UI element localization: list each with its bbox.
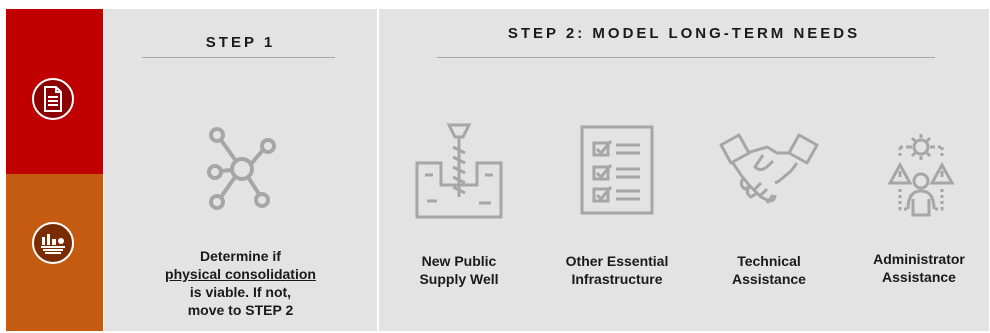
checklist-icon xyxy=(580,125,654,215)
sidebar-top-section xyxy=(6,9,103,174)
infrastructure-icon xyxy=(32,222,74,264)
well-drill-icon xyxy=(415,123,503,219)
new-public-supply-well-label: New Public Supply Well xyxy=(419,253,499,287)
physical-consolidation-link[interactable]: physical consolidation xyxy=(165,266,316,282)
administrator-assistance-label: Administrator Assistance xyxy=(873,251,965,285)
step1-description: Determine if physical consolidation is v… xyxy=(104,247,377,319)
step1-text-line4: move to STEP 2 xyxy=(187,302,294,318)
admin-gear-warning-icon xyxy=(887,134,955,217)
handshake-icon xyxy=(719,133,819,204)
step1-divider xyxy=(142,57,335,58)
network-nodes-icon xyxy=(207,127,276,210)
sidebar-bottom-section xyxy=(6,174,103,331)
step2-title: STEP 2: MODEL LONG-TERM NEEDS xyxy=(507,25,861,42)
step1-panel: STEP 1 Determine if physical consolidati… xyxy=(104,9,377,331)
step2-divider xyxy=(437,57,935,58)
technical-assistance-label: Technical Assistance xyxy=(732,253,806,287)
sidebar xyxy=(6,9,103,331)
step1-text-line1: Determine if xyxy=(200,248,281,264)
other-essential-infrastructure-label: Other Essential Infrastructure xyxy=(565,253,669,287)
step1-text-line3: is viable. If not, xyxy=(189,284,292,300)
document-icon xyxy=(32,78,74,120)
step2-panel: STEP 2: MODEL LONG-TERM NEEDS xyxy=(379,9,989,331)
step1-title: STEP 1 xyxy=(205,34,276,51)
